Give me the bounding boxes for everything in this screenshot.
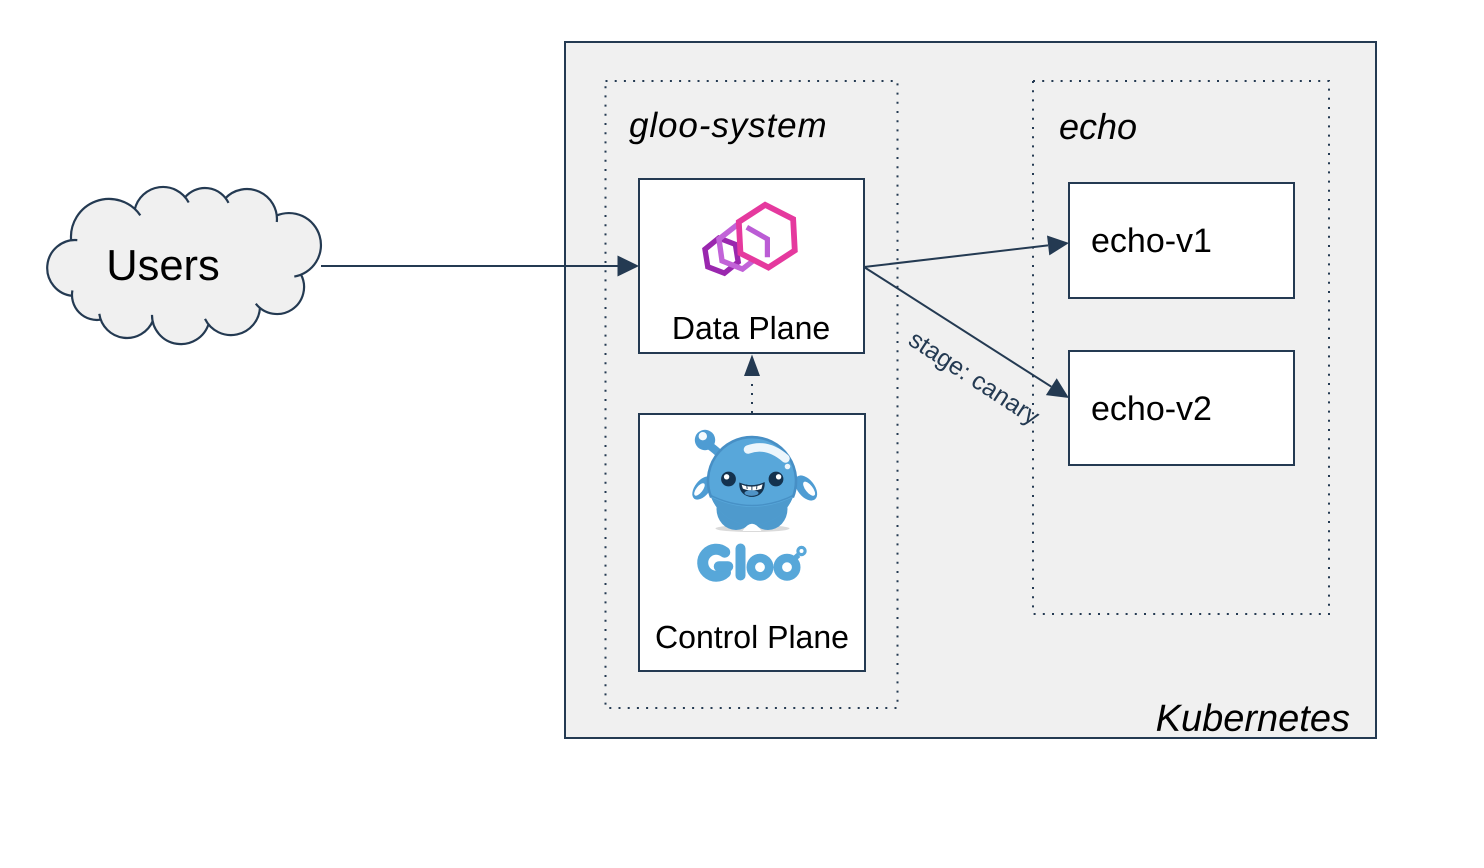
svg-text:gloo-system: gloo-system: [629, 106, 828, 145]
svg-text:Kubernetes: Kubernetes: [1156, 698, 1350, 740]
svg-text:Users: Users: [106, 242, 220, 290]
svg-text:echo-v1: echo-v1: [1091, 222, 1212, 260]
svg-text:Control Plane: Control Plane: [655, 619, 849, 655]
svg-text:echo-v2: echo-v2: [1091, 390, 1212, 428]
svg-text:echo: echo: [1059, 106, 1137, 147]
svg-text:Data Plane: Data Plane: [672, 310, 830, 346]
